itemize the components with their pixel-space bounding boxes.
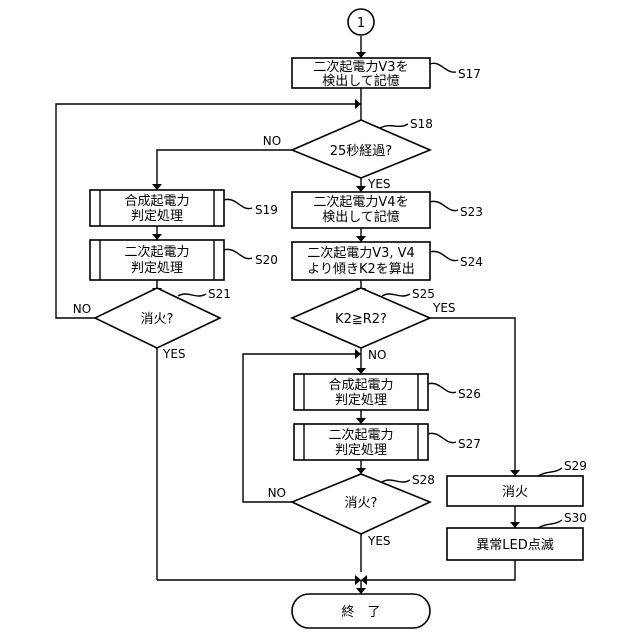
step-s23-line1: 二次起電力V4を	[313, 194, 408, 210]
step-s17-tag: S17	[458, 67, 481, 81]
arrow-down-icon	[356, 52, 366, 58]
step-s17-line2: 検出して記憶	[322, 73, 400, 89]
decision-s28-tag: S28	[412, 473, 435, 487]
step-s17-line1: 二次起電力V3を	[313, 59, 408, 75]
decision-s25-tag: S25	[412, 287, 435, 301]
step-s20: 二次起電力 判定処理 S20	[90, 240, 278, 280]
arrow-left-icon	[361, 575, 367, 585]
decision-s21-tag: S21	[208, 287, 231, 301]
step-s24: 二次起電力V3, V4 より傾きK2を算出 S24	[292, 242, 483, 280]
decision-s21: 消火? S21 NO YES	[73, 287, 231, 361]
arrow-right-icon	[355, 99, 361, 109]
arrow-right-icon	[355, 349, 361, 359]
step-s30: 異常LED点滅 S30	[447, 511, 587, 560]
step-s24-line2: より傾きK2を算出	[307, 262, 415, 277]
decision-s18-yes: YES	[367, 177, 391, 191]
step-s27: 二次起電力 判定処理 S27	[294, 424, 481, 460]
terminal-end: 終 了	[292, 594, 430, 628]
step-s19: 合成起電力 判定処理 S19	[90, 190, 278, 226]
step-s26-line1: 合成起電力	[328, 378, 393, 393]
step-s20-line2: 判定処理	[131, 261, 183, 276]
decision-s21-yes: YES	[162, 347, 186, 361]
connector-label: 1	[357, 16, 365, 31]
arrow-down-icon	[356, 236, 366, 242]
decision-s25-text: K2≧R2?	[335, 312, 387, 327]
step-s30-text: 異常LED点滅	[476, 538, 553, 553]
step-s30-tag: S30	[564, 511, 587, 525]
step-s26: 合成起電力 判定処理 S26	[294, 374, 481, 410]
step-s17: 二次起電力V3を 検出して記憶 S17	[292, 58, 481, 89]
decision-s28-text: 消火?	[345, 496, 378, 511]
arrow-down-icon	[356, 588, 366, 594]
decision-s18-text: 25秒経過?	[330, 144, 392, 159]
step-s27-tag: S27	[458, 437, 481, 451]
terminal-end-text: 終 了	[341, 604, 380, 620]
decision-s18-no: NO	[263, 134, 281, 148]
decision-s18: 25秒経過? S18 NO YES	[263, 117, 433, 191]
decision-s25: K2≧R2? S25 YES NO	[292, 287, 456, 362]
decision-s21-no: NO	[73, 302, 91, 316]
step-s20-tag: S20	[255, 253, 278, 267]
step-s19-line1: 合成起電力	[124, 194, 189, 209]
step-s26-tag: S26	[458, 387, 481, 401]
decision-s18-tag: S18	[410, 117, 433, 131]
step-s29: 消火 S29	[447, 459, 587, 506]
step-s29-text: 消火	[502, 485, 528, 500]
step-s19-tag: S19	[255, 203, 278, 217]
arrow-down-icon	[356, 418, 366, 424]
step-s23: 二次起電力V4を 検出して記憶 S23	[292, 192, 483, 228]
step-s24-line1: 二次起電力V3, V4	[307, 245, 415, 261]
step-s27-line2: 判定処理	[335, 443, 387, 458]
connector-node: 1	[348, 9, 374, 35]
step-s27-line1: 二次起電力	[328, 427, 393, 443]
step-s20-line1: 二次起電力	[124, 244, 189, 260]
arrow-down-icon	[356, 186, 366, 192]
decision-s21-text: 消火?	[141, 312, 174, 327]
step-s23-line2: 検出して記憶	[322, 209, 400, 225]
decision-s28-yes: YES	[367, 534, 391, 548]
decision-s25-no: NO	[368, 348, 386, 362]
decision-s28: 消火? S28 NO YES	[268, 473, 435, 548]
decision-s25-yes: YES	[432, 301, 456, 315]
arrow-down-icon	[152, 184, 162, 190]
step-s19-line2: 判定処理	[131, 209, 183, 224]
step-s29-tag: S29	[564, 459, 587, 473]
step-s26-line2: 判定処理	[335, 393, 387, 408]
step-s24-tag: S24	[460, 255, 483, 269]
arrow-down-icon	[152, 234, 162, 240]
arrow-down-icon	[356, 468, 366, 474]
arrow-down-icon	[510, 522, 520, 528]
decision-s28-no: NO	[268, 486, 286, 500]
arrow-right-icon	[355, 575, 361, 585]
arrow-down-icon	[510, 470, 520, 476]
step-s23-tag: S23	[460, 205, 483, 219]
arrow-down-icon	[356, 368, 366, 374]
